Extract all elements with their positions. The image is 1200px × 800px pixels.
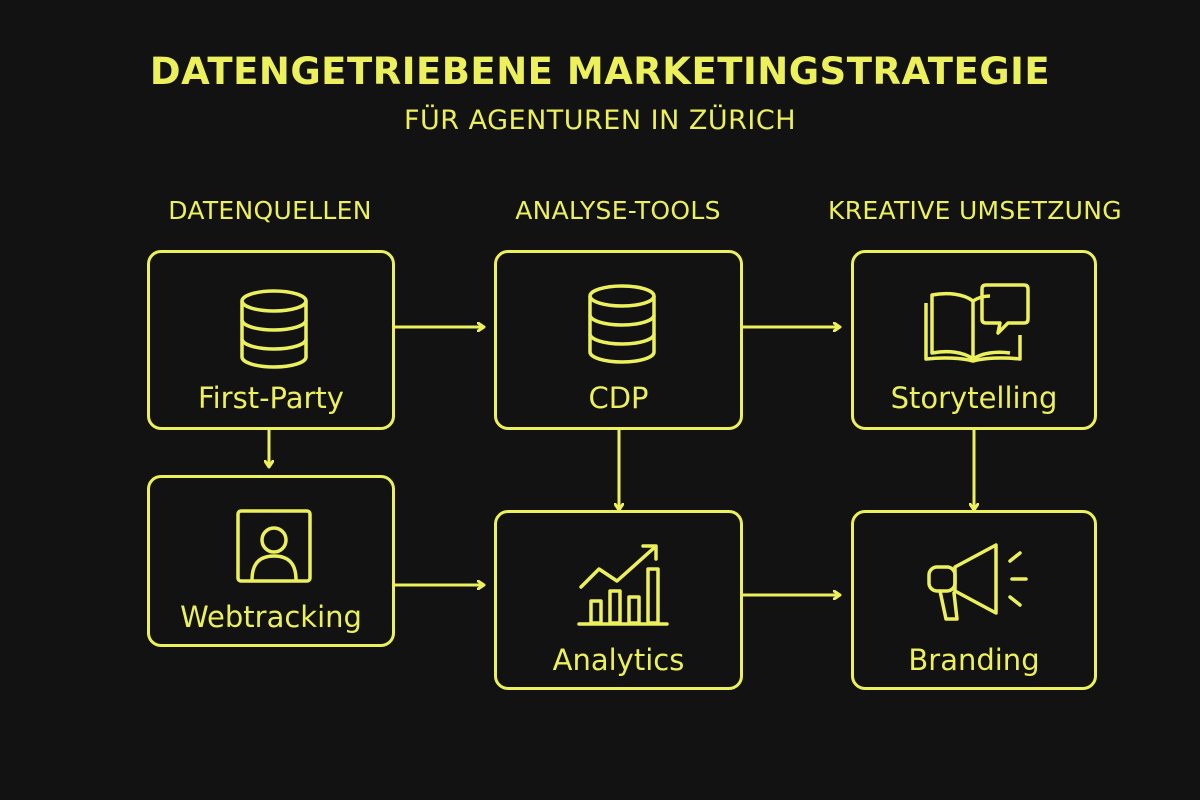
- chart-growth-icon: [577, 544, 669, 626]
- column-heading-tools: ANALYSE-TOOLS: [515, 196, 721, 225]
- node-label: Storytelling: [890, 381, 1058, 415]
- book-speech-icon: [924, 283, 1030, 363]
- node-label: Webtracking: [180, 600, 362, 634]
- node-cdp: CDP: [494, 250, 743, 430]
- column-heading-creative: KREATIVE UMSETZUNG: [828, 196, 1122, 225]
- diagram-subtitle: FÜR AGENTUREN IN ZÜRICH: [403, 105, 797, 136]
- diagram-title: DATENGETRIEBENE MARKETINGSTRATEGIE: [149, 50, 1051, 93]
- column-heading-sources: DATENQUELLEN: [168, 196, 372, 225]
- node-webtracking: Webtracking: [147, 475, 395, 647]
- node-storytelling: Storytelling: [851, 250, 1097, 430]
- node-label: Branding: [908, 643, 1040, 677]
- node-label: Analytics: [552, 643, 685, 677]
- node-label: First-Party: [198, 381, 344, 415]
- node-analytics: Analytics: [494, 510, 743, 690]
- database-icon: [240, 289, 308, 369]
- node-branding: Branding: [851, 510, 1097, 690]
- node-label: CDP: [588, 381, 649, 415]
- database-icon: [588, 284, 656, 364]
- user-portrait-icon: [236, 509, 312, 583]
- megaphone-icon: [927, 543, 1028, 621]
- node-first-party: First-Party: [147, 250, 395, 430]
